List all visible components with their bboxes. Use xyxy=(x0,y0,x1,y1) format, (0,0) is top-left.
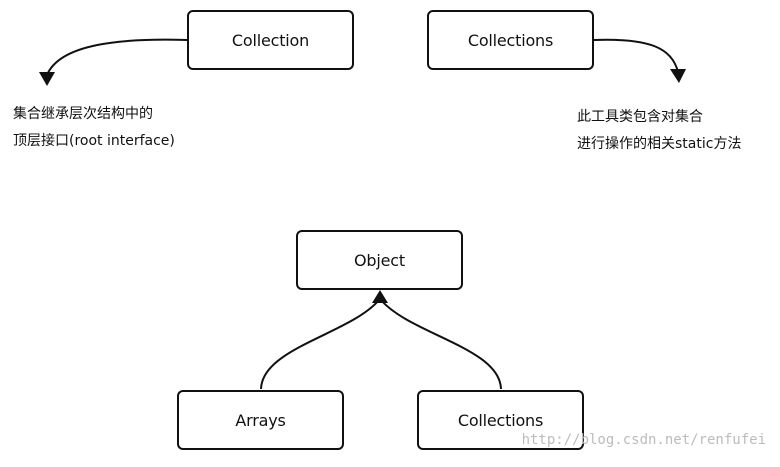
collections-node-label: Collections xyxy=(457,410,544,430)
arrowhead-object xyxy=(372,290,388,303)
collections-caption-line-1: 此工具类包含对集合 xyxy=(577,109,703,125)
collections-utility-node-label: Collections xyxy=(467,30,554,50)
collection-node-label: Collection xyxy=(231,30,310,50)
arrow-collection-to-caption xyxy=(46,38,188,76)
collection-node: Collection xyxy=(187,10,354,70)
object-node: Object xyxy=(296,230,463,290)
collection-caption-line-1: 集合继承层次结构中的 xyxy=(13,106,153,122)
arrow-collections-to-object xyxy=(380,299,502,390)
collections-utility-node: Collections xyxy=(427,10,594,70)
arrow-arrays-to-object xyxy=(260,299,380,390)
collections-caption: 此工具类包含对集合 进行操作的相关static方法 xyxy=(577,104,741,158)
watermark-url: http://blog.csdn.net/renfufei xyxy=(521,432,766,448)
arrow-collections-to-caption xyxy=(593,38,679,73)
collections-caption-line-2: 进行操作的相关static方法 xyxy=(577,136,742,152)
arrays-node: Arrays xyxy=(177,390,344,450)
arrowhead-left-caption xyxy=(39,72,55,86)
collection-caption: 集合继承层次结构中的 顶层接口(root interface) xyxy=(13,101,175,155)
collection-caption-line-2: 顶层接口(root interface) xyxy=(13,133,175,149)
object-node-label: Object xyxy=(354,250,405,270)
arrays-node-label: Arrays xyxy=(235,410,286,430)
collections-node: Collections xyxy=(417,390,584,450)
arrowhead-right-caption xyxy=(670,69,686,83)
